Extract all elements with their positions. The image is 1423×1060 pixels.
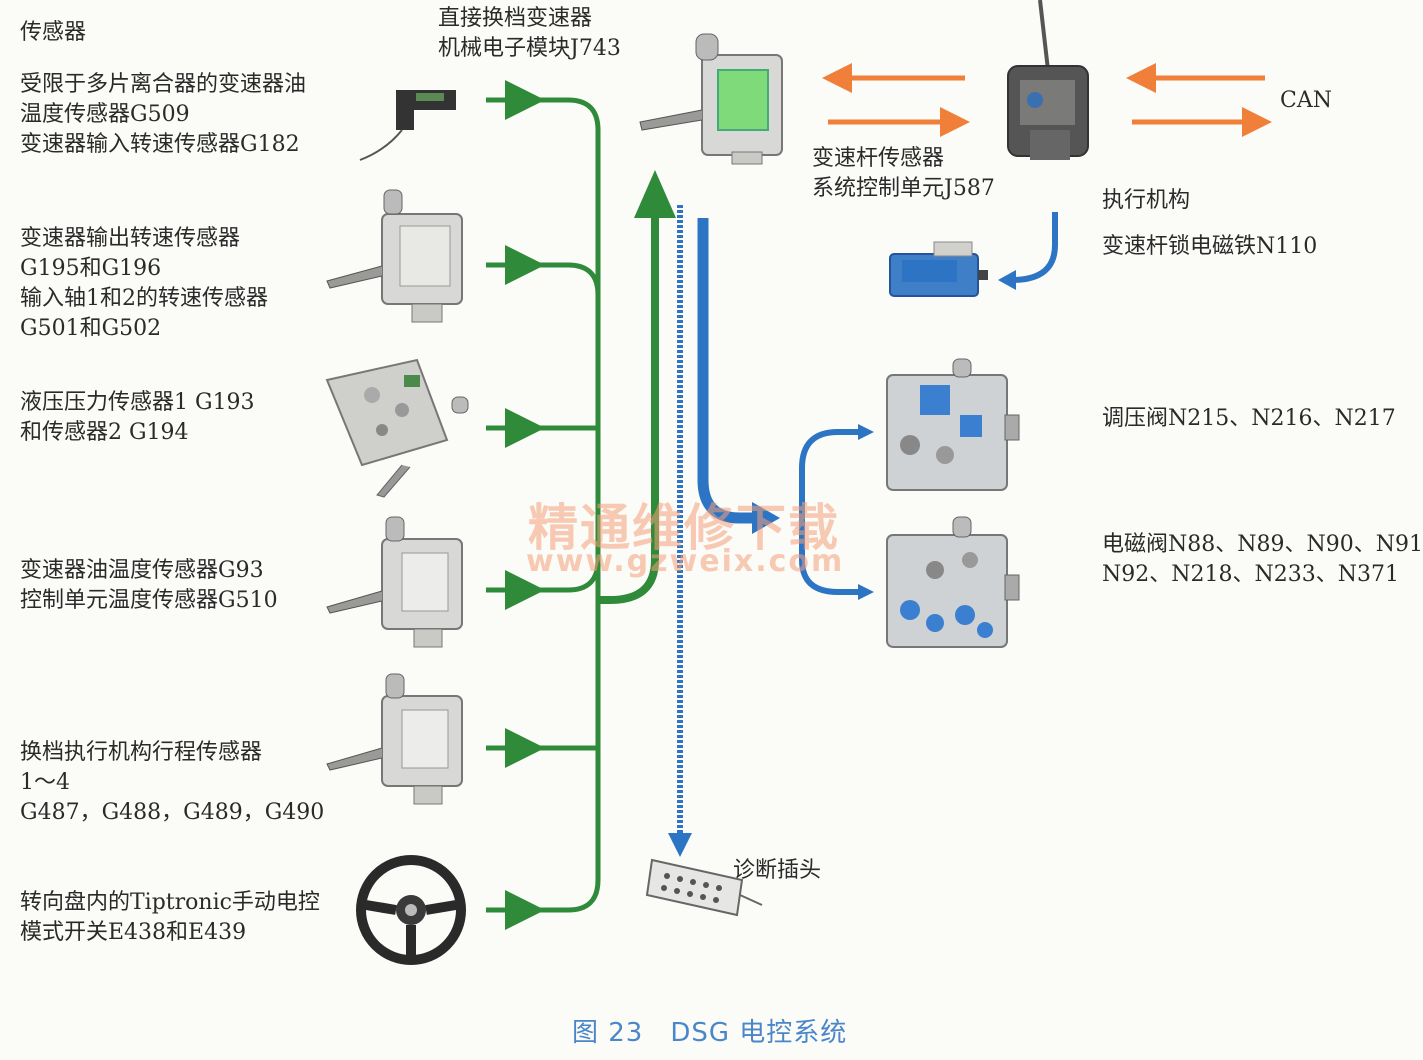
pressure-sensor-image [325,358,469,498]
green-bus [540,97,659,913]
mechatronic-j743-image [639,33,783,165]
diagnosis-connector-image [645,858,763,917]
sensor-group-1: 受限于多片离合器的变速器油 温度传感器G509 变速器输入转速传感器G182 [20,72,307,157]
blue-solenoid-line [1011,212,1058,283]
watermark-url: www.gzweix.com [526,544,845,579]
steering-wheel-image [356,855,466,965]
can-label: CAN [1280,88,1332,113]
solenoid-valves-label: 电磁阀N88、N89、N90、N91 N92、N218、N233、N371 [1102,532,1423,587]
sensor-group-3: 液压压力传感器1 G193 和传感器2 G194 [20,390,255,445]
diagnosis-label: 诊断插头 [733,858,822,883]
sensor-group-5: 换档执行机构行程传感器 1～4 G487，G488，G489，G490 [20,740,325,825]
pressure-valves-label: 调压阀N215、N216、N217 [1102,406,1396,431]
blue-valve-branch [799,429,862,595]
sensor-group-2: 变速器输出转速传感器 G195和G196 输入轴1和2的转速传感器 G501和G… [20,226,268,341]
travel-sensor-module-image [326,673,463,805]
sensor-group-4: 变速器油温度传感器G93 控制单元温度传感器G510 [20,558,278,613]
actuators-heading: 执行机构 [1102,188,1191,213]
oil-temp-sensor-image [359,90,456,161]
selector-label: 变速杆传感器 系统控制单元J587 [812,146,995,201]
orange-arrows [822,63,1272,137]
pressure-valves-image [886,358,1020,491]
lock-solenoid-label: 变速杆锁电磁铁N110 [1102,234,1318,259]
control-unit-label: 直接换档变速器 机械电子模块J743 [438,6,621,61]
figure-caption: 图 23 DSG 电控系统 [572,1018,848,1048]
blue-diagnosis-arrow [668,833,692,857]
sensor-group-6: 转向盘内的Tiptronic手动电控 模式开关E438和E439 [20,890,320,945]
gear-selector-j587-image [1007,0,1089,160]
speed-sensor-module-image [326,189,463,323]
sensors-heading: 传感器 [20,20,87,45]
solenoid-valves-image [886,516,1020,648]
green-main-arrow-head [634,170,676,218]
watermark-text: 精通维修下载 [528,499,840,557]
blue-actuator-line [697,218,755,524]
lock-solenoid-image [889,241,988,297]
sensor-arrows [486,80,545,930]
oil-temp-module-image [326,516,463,648]
